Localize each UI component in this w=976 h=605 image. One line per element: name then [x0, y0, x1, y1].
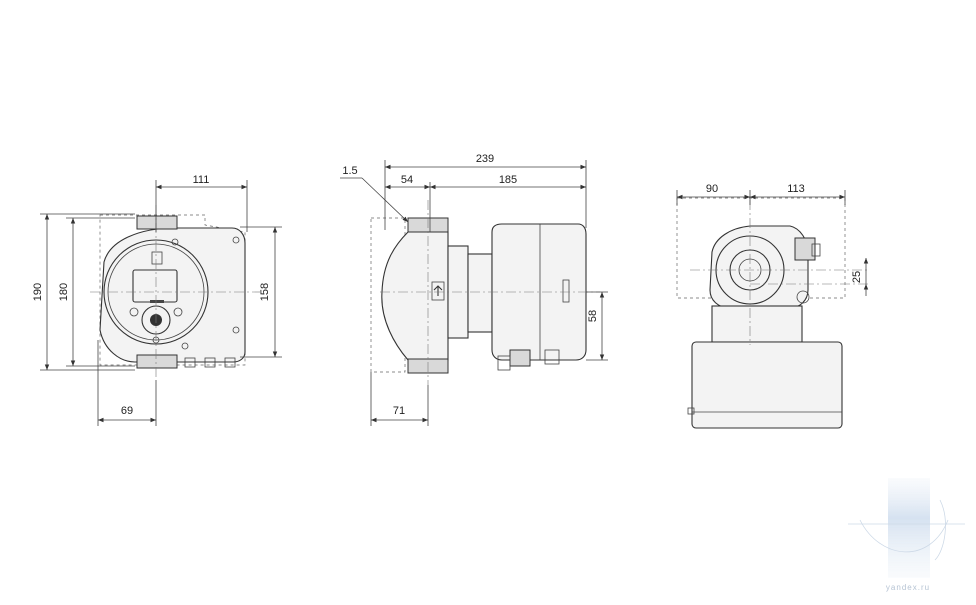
side-dimensions: 239 54 185 1.5 58 71 — [340, 153, 608, 426]
front-view — [90, 205, 260, 380]
end-view — [676, 197, 870, 429]
dim-239: 239 — [476, 153, 494, 165]
dim-158: 158 — [259, 283, 271, 301]
dim-111: 111 — [193, 174, 210, 186]
dim-113: 113 — [787, 183, 805, 195]
dim-180: 180 — [58, 283, 70, 301]
dim-58: 58 — [587, 310, 599, 322]
dim-69: 69 — [121, 405, 133, 417]
side-view — [370, 200, 600, 385]
dim-185: 185 — [499, 174, 517, 186]
front-dimensions: 111 190 180 158 69 — [32, 174, 282, 426]
watermark-text: yandex.ru — [886, 583, 930, 592]
dim-190: 190 — [32, 283, 44, 301]
end-dimensions: 90 113 25 — [676, 183, 869, 296]
watermark: yandex.ru — [848, 478, 965, 592]
dim-1-5: 1.5 — [342, 165, 357, 177]
dim-71: 71 — [393, 405, 405, 417]
dim-54: 54 — [401, 174, 413, 186]
dim-25: 25 — [851, 271, 863, 283]
dim-90: 90 — [706, 183, 718, 195]
